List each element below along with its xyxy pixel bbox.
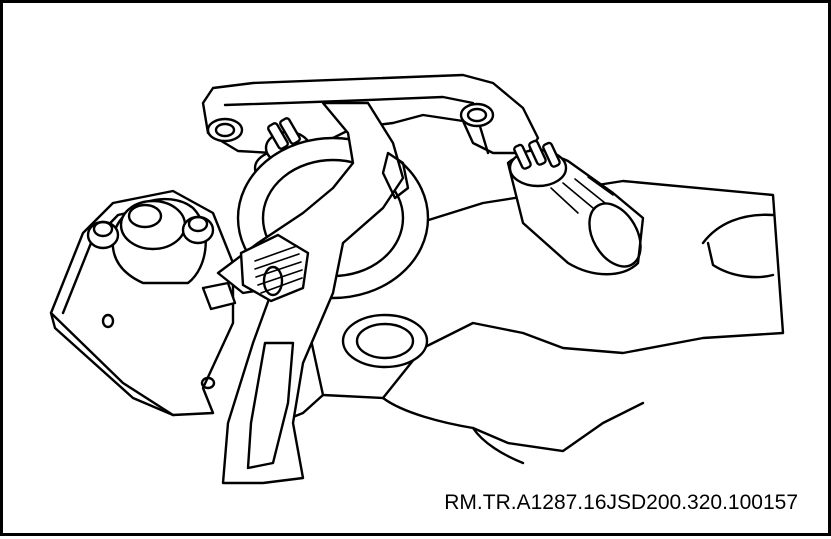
- housing-port: [341, 313, 429, 369]
- sensor-right: [506, 139, 645, 276]
- flange-bolt-hole-left: [206, 117, 244, 143]
- technical-illustration: [49, 73, 785, 485]
- bolt-right: [181, 215, 215, 245]
- figure-reference-code: RM.TR.A1287.16JSD200.320.100157: [444, 491, 798, 514]
- side-cover: [49, 189, 237, 417]
- adjustable-wrench: [216, 101, 410, 485]
- flange-bolt-hole-right: [459, 102, 495, 128]
- cover-nipple: [201, 281, 237, 311]
- bolt-left: [86, 220, 120, 250]
